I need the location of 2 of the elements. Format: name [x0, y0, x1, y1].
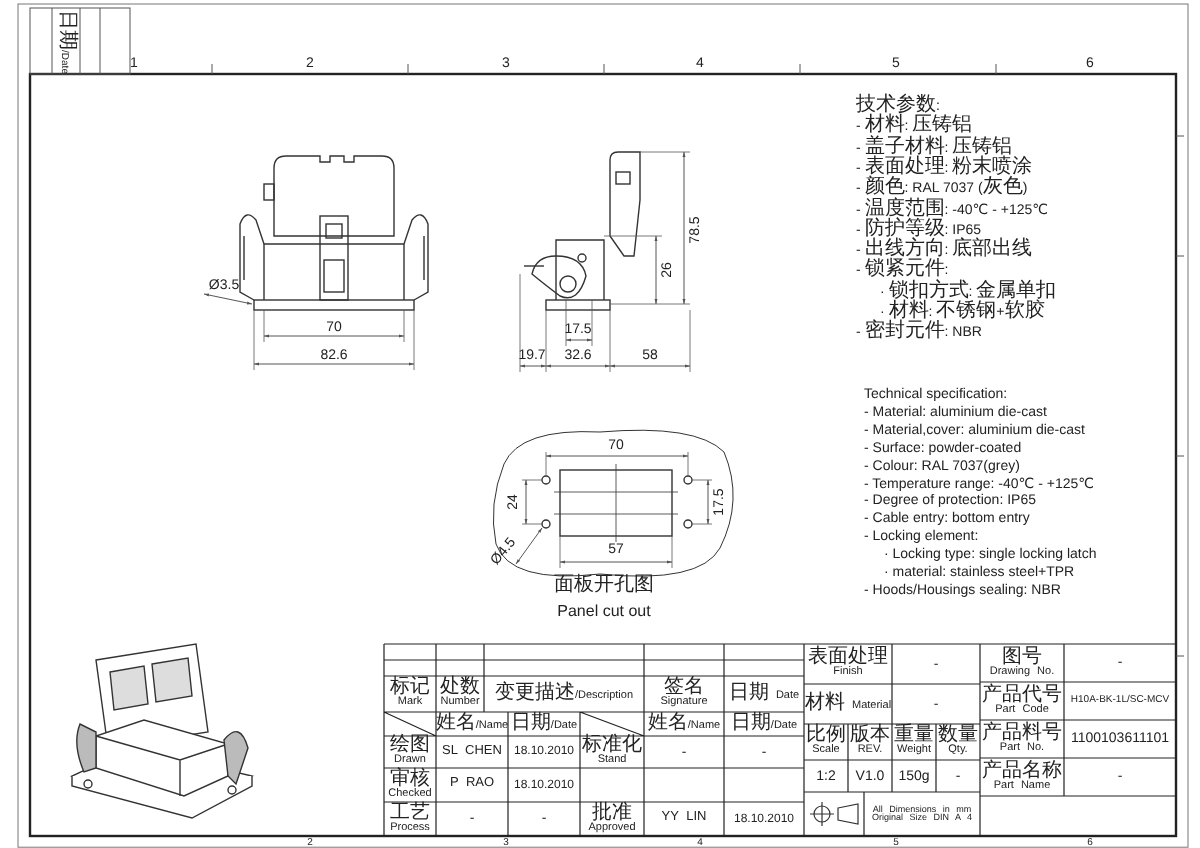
caption-text: 面板开孔图 — [554, 576, 654, 596]
caption-text: Panel cut out — [557, 604, 651, 620]
